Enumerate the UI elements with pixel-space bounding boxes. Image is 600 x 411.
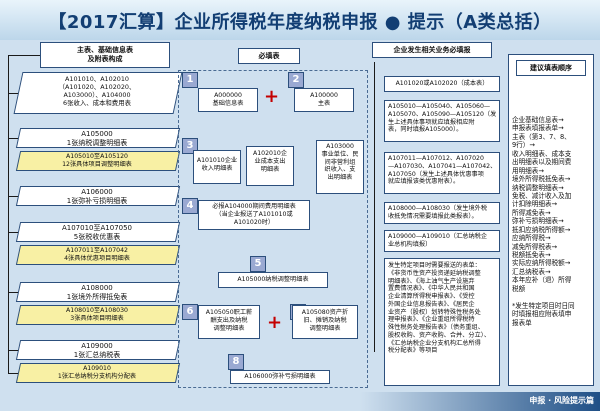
left-bracket [8,55,9,373]
right-preference-tables: A107011—A107012、A107020 —A107030、A107041… [384,152,500,194]
box-basic-info: A000000 基础信息表 [198,88,258,112]
left-bracket-tick-0 [8,93,18,94]
box-adjustment-detail: A105000纳税调整明细表 [218,272,328,288]
box-cost-detail: A102010企 业成本支出 明细表 [246,146,294,186]
left-bracket-top [8,55,40,56]
left-item-0: A101010、A102010 （A101020、A102020、 A10300… [58,75,136,107]
order-panel [508,54,594,386]
left-item-9: A109010 1张汇总纳税分支机构分配表 [57,365,137,380]
right-foreign-tables: A108000—A108030（发生境外税 收抵免情况需要填报此类报表）。 [384,202,500,224]
box-salary-adjust: A105050职工薪 酬支出及纳税 调整明细表 [198,305,260,339]
left-bracket-tick-5 [8,350,18,351]
left-bracket-tick-3 [8,232,18,233]
step-number-4: 4 [182,198,198,214]
left-item-6: A108000 1张境外所得抵免表 [66,284,128,301]
box-depreciation-adjust: A105080资产折 旧、摊销及纳税 调整明细表 [292,305,358,339]
left-item-4: A107010至A107050 5张税收优惠表 [61,224,133,241]
left-item-3: A106000 1张弥补亏损明细表 [66,188,128,205]
title-bar [0,0,600,40]
footer-text: 申报 · 风险提示篇 [529,396,594,405]
right-header: 企业发生相关业务必填报 [372,42,492,58]
left-bracket-tick-1 [8,138,18,139]
left-header: 主表、基础信息表 及附表构成 [40,42,170,68]
right-bracket [374,62,375,352]
right-consolidated-tables: A109000—A109010（汇总纳税企 业总机构填报） [384,230,500,252]
step-number-6: 6 [182,304,198,320]
left-item-7: A108010至A108030 3张具体项目明细表 [66,307,128,322]
middle-frame [178,70,368,388]
left-item-2: A105010至A105120 12张具体项目调整明细表 [62,153,132,168]
order-header: 建议填表顺序 [516,60,586,76]
footer-bar [0,392,600,411]
right-adjust-tables: A105010—A105040、A105060— A105070、A105090… [384,100,500,142]
step-number-1: 1 [182,72,198,88]
middle-header: 必填表 [238,48,300,64]
box-income-detail: A101010企业 收入明细表 [193,150,241,184]
left-bracket-tick-4 [8,292,18,293]
box-expense-detail: 必报A104000期间费用明细表 （当企业报送了A101010或 A101020… [198,200,310,230]
step-number-8: 8 [228,354,244,370]
right-special-items: 发生特定项目时需要报送的表单： 《非货币性资产投资递延纳税调整 明细表》、《海上… [384,258,500,386]
box-loss-offset: A106000弥补亏损明细表 [230,370,330,384]
left-item-5: A107011至A107042 4张具体优惠项目明细表 [64,247,130,262]
left-item-1: A105000 1张纳税调整明细表 [66,130,128,147]
box-main-table: A100000 主表 [294,88,354,112]
step-number-2: 2 [288,72,304,88]
order-steps: 企业基础信息表→ 申报表填报表单→ 主表（第3、7、8、 9行）→ 收入明细表、… [512,116,575,327]
diagram-title: 【2017汇算】企业所得税年度纳税申报 ● 提示（A类总括） [48,12,552,33]
box-nonprofit-detail: A103000 事业单位、民 间非营利组 织收入、支 出明细表 [316,140,364,194]
left-bracket-end [8,373,18,374]
step-number-5: 5 [250,256,266,272]
left-item-8: A109000 1张汇总纳税表 [73,342,121,359]
left-bracket-tick-2 [8,196,18,197]
plus-sign: + [264,86,280,107]
right-cost-table: A101020或A102020（成本表） [384,76,500,92]
plus-sign-2: + [267,312,283,333]
